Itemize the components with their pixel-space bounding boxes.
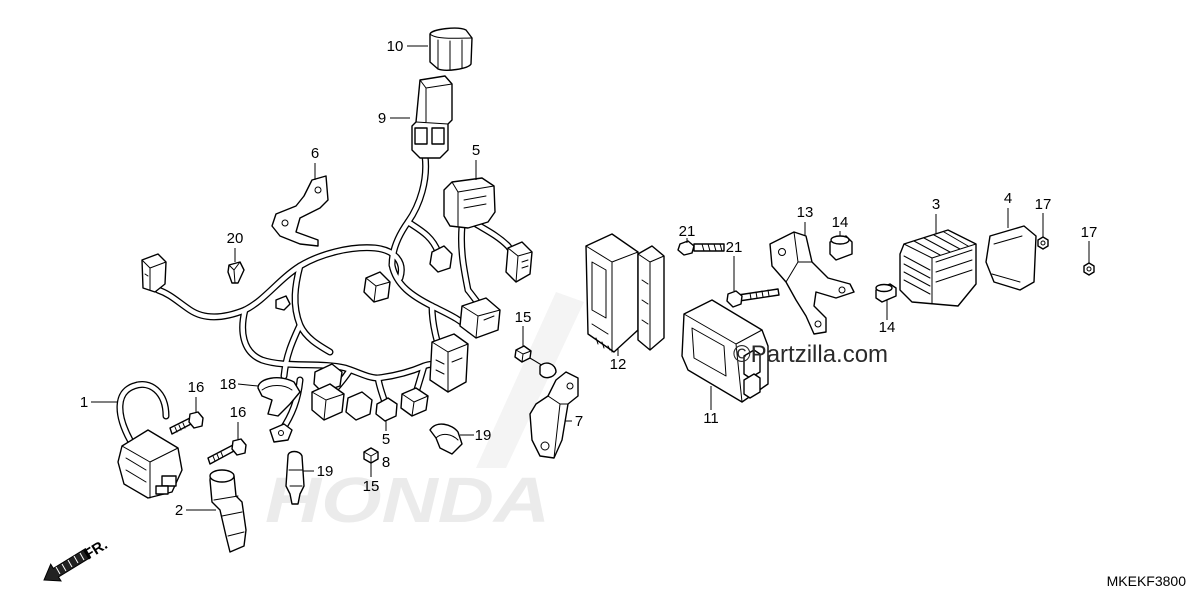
harness-connector (459, 297, 501, 339)
callout-18: 18 (220, 376, 237, 393)
callout-17-a: 17 (1035, 196, 1052, 213)
brand-watermark: HONDA (265, 292, 584, 536)
part-21-bolt-a (677, 240, 725, 256)
callout-10: 10 (387, 38, 404, 55)
harness-connector (429, 245, 453, 273)
part-3-regulator-rectifier (899, 229, 977, 307)
part-21-bolt-b (726, 288, 780, 308)
callout-8: 8 (382, 454, 390, 471)
callout-20: 20 (227, 230, 244, 247)
callout-2: 2 (175, 502, 183, 519)
callout-15-a: 15 (363, 478, 380, 495)
callout-12: 12 (610, 356, 627, 373)
callout-15-b: 15 (515, 309, 532, 326)
callout-1: 1 (80, 394, 88, 411)
ground-terminal-hole (278, 430, 284, 436)
callout-4: 4 (1004, 190, 1012, 207)
harness-connector (363, 271, 391, 303)
part-10-connector-cover (429, 27, 473, 71)
callout-16-a: 16 (188, 379, 205, 396)
part-2-spark-plug-cap (209, 469, 247, 553)
callout-21-a: 21 (679, 223, 696, 240)
part-14-collar-a (829, 235, 853, 261)
part-12-control-unit (585, 233, 665, 353)
callout-3: 3 (932, 196, 940, 213)
part-9-connector-block (411, 75, 453, 159)
callout-7: 7 (575, 413, 583, 430)
part-6-bracket (271, 175, 329, 247)
harness-connector (505, 241, 533, 283)
harness-connector-detail (141, 259, 167, 291)
part-17-washer-a (1037, 236, 1049, 250)
harness-wire (392, 156, 426, 265)
harness-connector-detail (365, 277, 391, 303)
front-direction-indicator: FR. (43, 536, 111, 582)
harness-relay (313, 363, 343, 393)
part-4-plate (985, 225, 1037, 291)
wire-harness (120, 156, 533, 442)
callout-19-b: 19 (475, 427, 492, 444)
part-13-bracket (769, 231, 855, 335)
part-7-bracket (529, 362, 579, 459)
part-17-washer-b (1083, 262, 1095, 276)
callout-14-a: 14 (832, 214, 849, 231)
harness-connector (429, 333, 469, 393)
part-5-connector-top (443, 177, 496, 229)
harness-connector (311, 383, 345, 421)
callout-labels: 10 9 6 5 20 1 16 16 18 2 19 19 5 8 15 15… (80, 38, 1098, 519)
callout-21-b: 21 (726, 239, 743, 256)
front-arrow-icon (43, 548, 92, 582)
part-18-clamp (257, 377, 301, 417)
harness-connector (375, 397, 398, 422)
callout-14-b: 14 (879, 319, 896, 336)
part-15-bolt-a (363, 447, 379, 464)
callout-13: 13 (797, 204, 814, 221)
copyright-watermark: ©Partzilla.com (733, 341, 888, 368)
part-14-collar-b (875, 283, 897, 303)
part-19-clip-b (429, 423, 463, 455)
coil-cable (120, 384, 166, 440)
part-1-ignition-coil (117, 429, 183, 499)
watermark-brand-text: HONDA (265, 464, 550, 536)
part-11-module (681, 299, 769, 403)
callout-9: 9 (378, 110, 386, 127)
harness-connector-left (141, 253, 167, 293)
harness-connector-detail (507, 247, 533, 283)
part-20-clip (227, 261, 245, 284)
callout-6: 6 (311, 145, 319, 162)
harness-connector (275, 295, 291, 311)
part-16-bolt-a (169, 411, 204, 435)
callout-17-b: 17 (1081, 224, 1098, 241)
harness-connector-detail (431, 341, 469, 393)
front-arrow-hatch (55, 552, 85, 575)
leader-lines (91, 45, 1090, 511)
callout-5-bottom: 5 (382, 431, 390, 448)
part-16-bolt-b (207, 438, 247, 465)
harness-wire (243, 310, 378, 378)
callout-19-a: 19 (317, 463, 334, 480)
harness-connector-detail (461, 305, 501, 339)
diagram-code: MKEKF3800 (1107, 573, 1187, 589)
harness-connector-detail (401, 393, 429, 417)
harness-connector-detail (311, 391, 345, 421)
callout-5-top: 5 (472, 142, 480, 159)
harness-connector (345, 391, 373, 421)
callout-11: 11 (703, 410, 719, 427)
watermark-wing-shape (476, 292, 584, 468)
callout-16-b: 16 (230, 404, 247, 421)
part-19-clip-a (285, 450, 305, 505)
